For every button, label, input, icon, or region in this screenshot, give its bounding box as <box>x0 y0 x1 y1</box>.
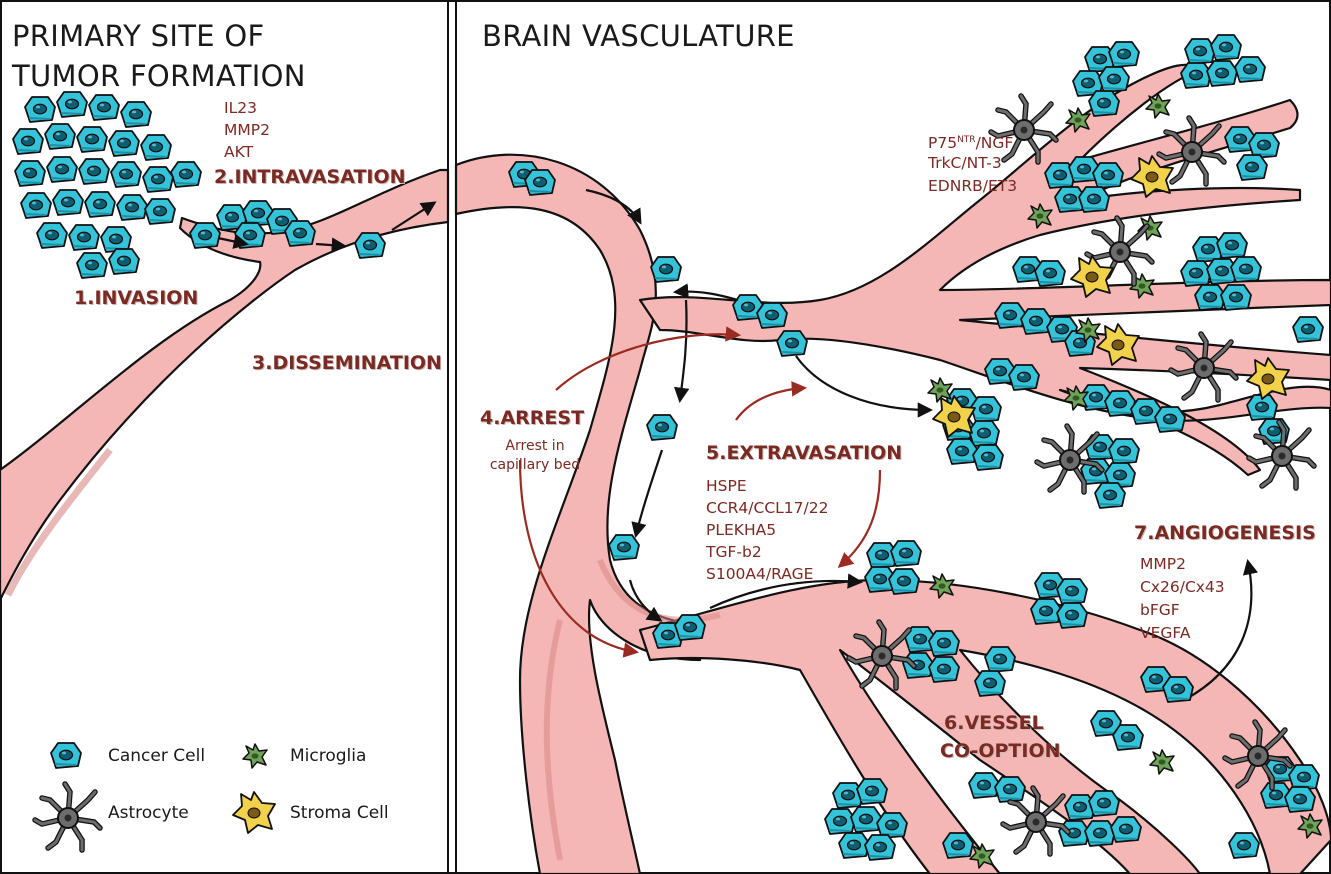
legend-cancer-cell-label: Cancer Cell <box>108 746 205 766</box>
legend-microglia-label: Microglia <box>290 746 366 766</box>
legend-astrocyte-label: Astrocyte <box>108 803 189 823</box>
angiogenesis-factor: Cx26/Cx43 <box>1140 576 1225 598</box>
angiogenesis-factor: bFGF <box>1140 599 1180 621</box>
step-angiogenesis: 7.ANGIOGENESIS <box>1134 522 1316 544</box>
right-panel-title: BRAIN VASCULATURE <box>482 17 795 55</box>
legend-cancer-cell-icon <box>51 743 81 768</box>
step-extravasation: 5.EXTRAVASATION <box>706 442 902 464</box>
legend-stroma-cell-label: Stroma Cell <box>290 803 389 823</box>
legend-stroma-cell-icon <box>233 792 275 833</box>
extravasation-factor: S100A4/RAGE <box>706 563 813 585</box>
intravasation-factor: MMP2 <box>224 119 270 141</box>
intravasation-factor: AKT <box>224 141 253 163</box>
step-vessel-line2: CO-OPTION <box>940 740 1061 762</box>
arrest-note-line1: Arrest in <box>478 437 592 456</box>
step-dissemination: 3.DISSEMINATION <box>252 352 442 374</box>
extravasation-factor: TGF-b2 <box>706 541 762 563</box>
angiogenesis-factor: VEGFA <box>1140 622 1191 644</box>
left-panel-title-line2: TUMOR FORMATION <box>12 57 306 95</box>
colonization-factor: TrkC/NT-3 <box>928 152 1002 174</box>
extravasation-factor: PLEKHA5 <box>706 519 776 541</box>
colonization-factor-p75: P75NTR/NGF <box>928 129 1013 154</box>
legend-microglia-icon <box>243 744 267 768</box>
extravasation-factor: HSPE <box>706 475 747 497</box>
left-panel-title-line1: PRIMARY SITE OF <box>12 17 265 55</box>
step-arrest: 4.ARREST <box>480 407 584 429</box>
extravasation-factor: CCR4/CCL17/22 <box>706 497 828 519</box>
intravasation-factor: IL23 <box>224 97 257 119</box>
step-invasion: 1.INVASION <box>74 287 198 309</box>
arrest-note-line2: capillary bed <box>478 456 592 475</box>
angiogenesis-factor: MMP2 <box>1140 553 1186 575</box>
legend-astrocyte-icon <box>35 784 100 850</box>
colonization-factor: EDNRB/ET3 <box>928 175 1017 197</box>
step-intravasation: 2.INTRAVASATION <box>214 166 406 188</box>
step-vessel-line1: 6.VESSEL <box>944 712 1044 734</box>
